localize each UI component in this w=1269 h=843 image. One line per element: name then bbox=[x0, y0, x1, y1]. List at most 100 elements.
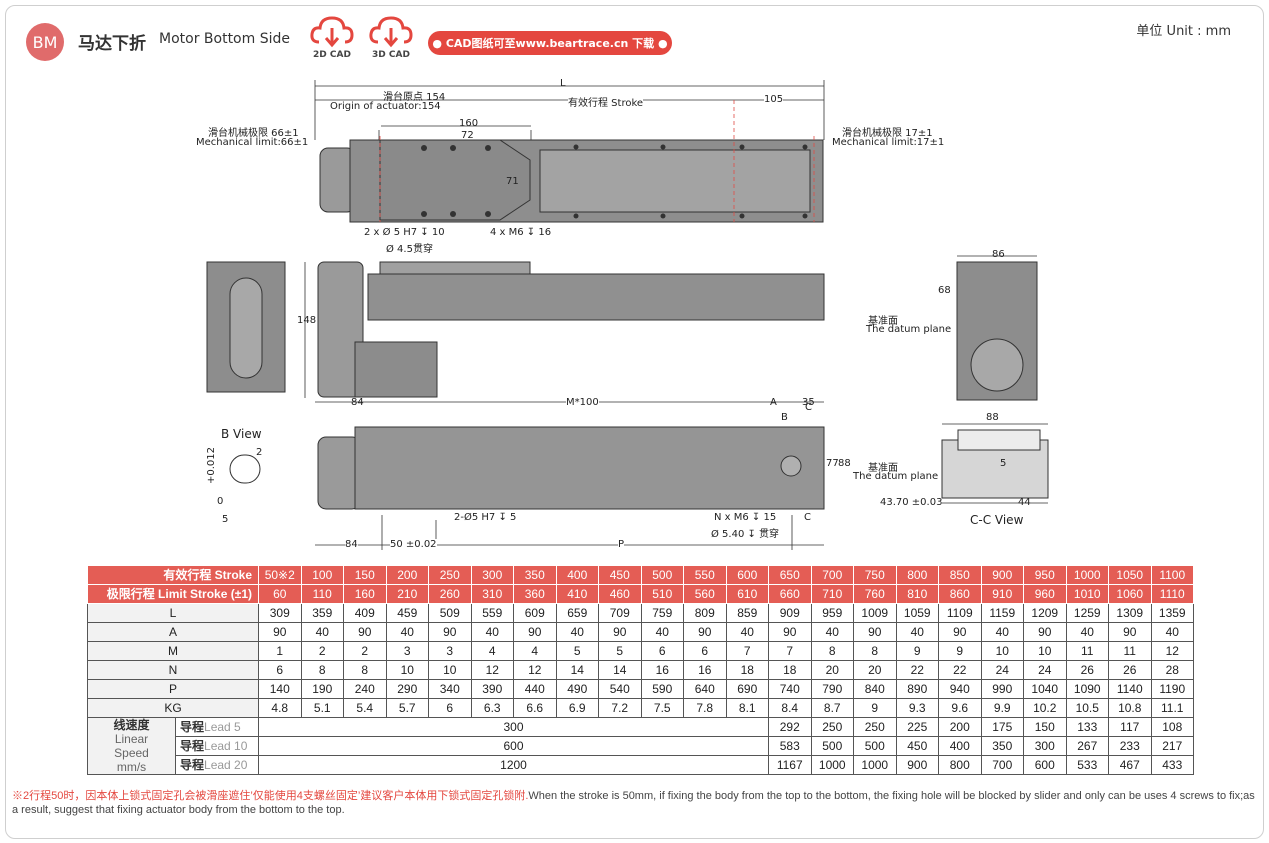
table-cell: 709 bbox=[598, 603, 642, 623]
table-cell: 909 bbox=[768, 603, 812, 623]
technical-drawing bbox=[206, 80, 1049, 550]
page-title-en: Motor Bottom Side bbox=[159, 31, 290, 47]
stroke-cell: 550 bbox=[683, 565, 727, 585]
table-cell: 1190 bbox=[1150, 679, 1194, 699]
table-cell: 7 bbox=[768, 641, 812, 661]
table-cell: 16 bbox=[640, 660, 684, 680]
stroke-cell: 450 bbox=[598, 565, 642, 585]
table-cell: 40 bbox=[470, 622, 514, 642]
limit-cell: 1060 bbox=[1108, 584, 1152, 604]
stroke-cell: 950 bbox=[1023, 565, 1067, 585]
table-cell: 16 bbox=[683, 660, 727, 680]
speed-cell: 500 bbox=[810, 736, 854, 756]
table-cell: 10.8 bbox=[1108, 698, 1152, 718]
table-cell: 90 bbox=[853, 622, 897, 642]
hole-callout-3: 2-Ø5 H7 ↧ 5 bbox=[454, 512, 517, 523]
dim-2: 2 bbox=[256, 447, 263, 458]
table-cell: 5 bbox=[555, 641, 599, 661]
table-cell: 9.9 bbox=[980, 698, 1024, 718]
table-cell: 290 bbox=[385, 679, 429, 699]
limit-cell: 310 bbox=[470, 584, 514, 604]
dim-P: P bbox=[618, 539, 625, 550]
table-cell: 6 bbox=[640, 641, 684, 661]
table-cell: 9 bbox=[895, 641, 939, 661]
lead-cn: 导程 bbox=[180, 739, 205, 753]
dim-77: 77 bbox=[826, 458, 839, 469]
speed-merged: 1200 bbox=[258, 755, 769, 775]
speed-cell: 600 bbox=[1023, 755, 1067, 775]
table-cell: 40 bbox=[555, 622, 599, 642]
stroke-cell: 250 bbox=[428, 565, 472, 585]
limit-cell: 860 bbox=[938, 584, 982, 604]
table-cell: 690 bbox=[725, 679, 769, 699]
dim-stroke: 有效行程 Stroke bbox=[568, 94, 644, 109]
table-cell: 340 bbox=[428, 679, 472, 699]
row-label: A bbox=[87, 622, 259, 642]
limit-cell: 960 bbox=[1023, 584, 1067, 604]
limit-cell: 410 bbox=[555, 584, 599, 604]
table-cell: 18 bbox=[725, 660, 769, 680]
speed-cell: 1000 bbox=[810, 755, 854, 775]
table-cell: 22 bbox=[895, 660, 939, 680]
table-cell: 9.3 bbox=[895, 698, 939, 718]
cad-2d-button[interactable]: 2D CAD bbox=[306, 14, 358, 60]
stroke-cell: 900 bbox=[980, 565, 1024, 585]
speed-cell: 900 bbox=[895, 755, 939, 775]
table-cell: 5.7 bbox=[385, 698, 429, 718]
dim-84-bottom: 84 bbox=[345, 539, 358, 550]
speed-cell: 583 bbox=[768, 736, 812, 756]
table-cell: 10 bbox=[428, 660, 472, 680]
table-cell: 9 bbox=[938, 641, 982, 661]
speed-cell: 292 bbox=[768, 717, 812, 737]
cc-view-title: C-C View bbox=[970, 513, 1024, 527]
table-cell: 20 bbox=[853, 660, 897, 680]
table-cell: 309 bbox=[258, 603, 302, 623]
table-cell: 26 bbox=[1108, 660, 1152, 680]
row-label: KG bbox=[87, 698, 259, 718]
table-cell: 14 bbox=[555, 660, 599, 680]
hole-callout-4b: Ø 5.40 ↧ 贯穿 bbox=[711, 529, 780, 540]
table-cell: 10.5 bbox=[1065, 698, 1109, 718]
dim-A: A bbox=[770, 397, 777, 408]
table-cell: 90 bbox=[258, 622, 302, 642]
limit-cell: 210 bbox=[385, 584, 429, 604]
page-title-cn: 马达下折 bbox=[78, 34, 146, 54]
table-cell: 1309 bbox=[1108, 603, 1152, 623]
mech-limit-right-en: Mechanical limit:17±1 bbox=[832, 137, 945, 148]
speed-cell: 250 bbox=[810, 717, 854, 737]
dim-86: 86 bbox=[992, 249, 1005, 260]
dim-68: 68 bbox=[938, 285, 951, 296]
datum-cn-1: 基准面 bbox=[868, 316, 898, 327]
table-cell: 90 bbox=[428, 622, 472, 642]
speed-cell: 250 bbox=[853, 717, 897, 737]
cad-3d-button[interactable]: 3D CAD bbox=[365, 14, 417, 60]
table-cell: 5.4 bbox=[343, 698, 387, 718]
dim-tolerance-0: 0 bbox=[217, 496, 224, 507]
table-cell: 14 bbox=[598, 660, 642, 680]
table-cell: 10.2 bbox=[1023, 698, 1067, 718]
limit-cell: 560 bbox=[683, 584, 727, 604]
table-cell: 590 bbox=[640, 679, 684, 699]
table-cell: 9.6 bbox=[938, 698, 982, 718]
table-cell: 40 bbox=[385, 622, 429, 642]
table-cell: 6.9 bbox=[555, 698, 599, 718]
table-cell: 240 bbox=[343, 679, 387, 699]
table-cell: 26 bbox=[1065, 660, 1109, 680]
table-cell: 409 bbox=[343, 603, 387, 623]
cad-download-link[interactable]: ● CAD图纸可至www.beartrace.cn 下载 ● bbox=[428, 31, 672, 55]
table-cell: 1009 bbox=[853, 603, 897, 623]
cloud-download-icon bbox=[310, 16, 354, 48]
table-cell: 6.6 bbox=[513, 698, 557, 718]
table-cell: 12 bbox=[1150, 641, 1194, 661]
speed-cell: 400 bbox=[938, 736, 982, 756]
table-cell: 28 bbox=[1150, 660, 1194, 680]
row-label: N bbox=[87, 660, 259, 680]
table-cell: 990 bbox=[980, 679, 1024, 699]
table-cell: 1159 bbox=[980, 603, 1024, 623]
table-cell: 1040 bbox=[1023, 679, 1067, 699]
section-C-top: C bbox=[805, 402, 812, 413]
table-cell: 2 bbox=[300, 641, 344, 661]
